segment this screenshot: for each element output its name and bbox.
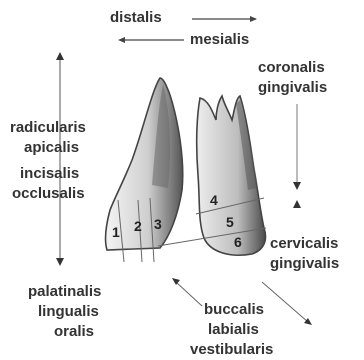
label-incisalis: incisalis [20, 164, 79, 183]
label-cervicalis: cervicalis [270, 234, 338, 253]
section-number-1: 1 [112, 224, 120, 240]
label-buccalis: buccalis [204, 300, 264, 319]
label-apicalis: apicalis [24, 138, 79, 157]
label-oralis: oralis [54, 322, 94, 341]
label-palatinalis: palatinalis [28, 282, 101, 301]
label-vestibularis: vestibularis [190, 340, 273, 359]
section-number-3: 3 [154, 216, 162, 232]
label-radicularis: radicularis [10, 118, 86, 137]
label-labialis: labialis [208, 320, 259, 339]
mesialis-arrow-left [118, 37, 184, 43]
section-number-2: 2 [134, 218, 142, 234]
label-lingualis: lingualis [38, 302, 99, 321]
label-gingivalis-bottom: gingivalis [270, 254, 339, 273]
section-number-6: 6 [234, 234, 242, 250]
section-number-5: 5 [226, 214, 234, 230]
label-coronalis: coronalis [258, 58, 325, 77]
label-gingivalis-top: gingivalis [258, 78, 327, 97]
distalis-arrow-right [192, 16, 257, 22]
label-occlusalis: occlusalis [12, 184, 85, 203]
coronal-gingival-axis-arrow [293, 104, 301, 208]
section-number-4: 4 [210, 192, 218, 208]
label-distalis: distalis [110, 8, 162, 27]
root-crown-axis-arrow [56, 52, 64, 266]
label-mesialis: mesialis [190, 30, 249, 49]
